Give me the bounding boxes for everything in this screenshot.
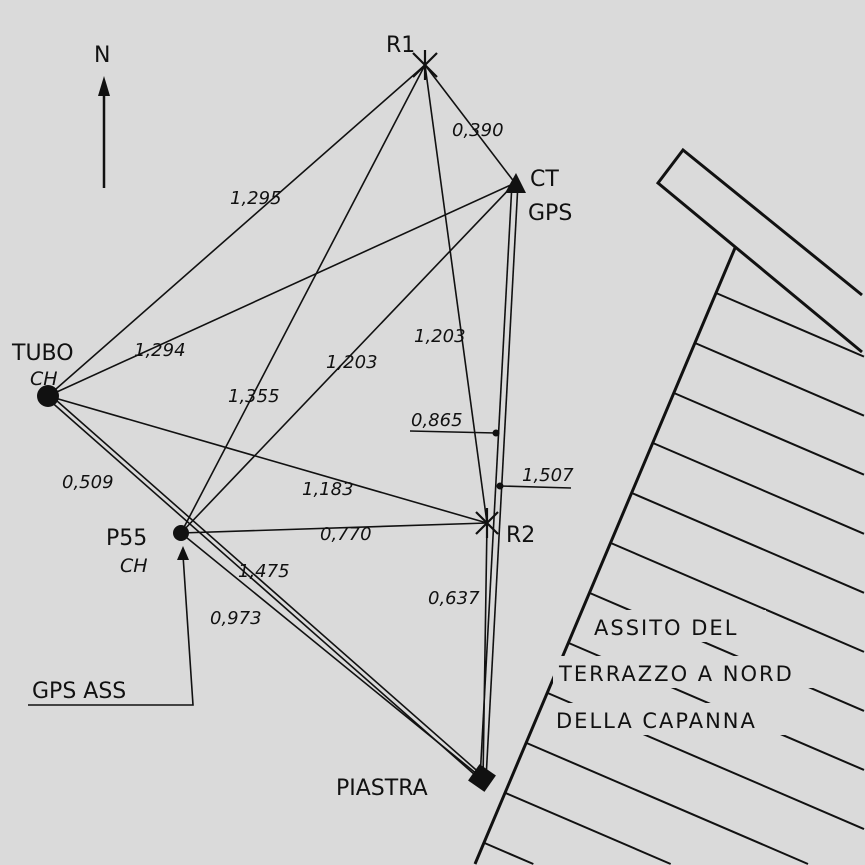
meas-tubo-piastra: 0,973 — [210, 608, 262, 629]
meas-ct-p55: 1,203 — [326, 352, 378, 373]
deck-plank-line — [673, 392, 865, 476]
meas-ct-piastra-1507: 1,507 — [522, 465, 574, 486]
label-p55: P55 — [106, 526, 147, 551]
meas-r2-piastra: 0,637 — [428, 588, 480, 609]
deck-plank-line — [505, 792, 672, 865]
survey-lines — [28, 64, 572, 783]
north-arrow-icon — [98, 76, 110, 188]
line-r1-ct — [424, 64, 516, 184]
north-label: N — [94, 43, 110, 68]
label-p55-ch: CH — [120, 555, 148, 577]
line-r2-piastra — [482, 522, 488, 780]
tubo-marker-icon — [37, 385, 59, 407]
r1-marker-icon — [412, 50, 438, 80]
p55-marker-icon — [173, 525, 189, 541]
r2-marker-icon — [475, 508, 499, 538]
point-0865-icon — [492, 429, 500, 437]
deck-plank-line — [610, 542, 865, 653]
deck-plank-line — [652, 442, 865, 535]
ct-marker-icon — [505, 173, 526, 193]
deck-plank-line — [484, 842, 534, 865]
line-tubo-r2 — [47, 395, 488, 524]
meas-tubo-p55: 0,509 — [62, 472, 114, 493]
deck-plank-line — [694, 342, 865, 417]
building-wall — [655, 147, 863, 354]
gps-ass-leader — [28, 554, 194, 706]
meas-ct-piastra-0865: 0,865 — [411, 410, 463, 431]
line-p55-piastra — [180, 532, 484, 780]
label-piastra: PIASTRA — [336, 776, 428, 801]
label-gps-ass: GPS ASS — [32, 679, 126, 704]
label-tubo: TUBO — [11, 341, 74, 366]
line-ct-piastra-2 — [485, 182, 519, 780]
label-r1: R1 — [386, 33, 415, 58]
meas-r1-p55: 1,355 — [228, 386, 280, 407]
deck-plank-line — [526, 742, 809, 865]
line-r1-tubo — [47, 64, 426, 397]
line-ct-tubo — [47, 182, 516, 397]
deck-label-line3: DELLA CAPANNA — [556, 709, 757, 733]
meas-r1-r2: 1,203 — [414, 326, 466, 347]
deck-hatching — [484, 292, 865, 865]
label-ct-gps: GPS — [528, 201, 572, 226]
deck-label-line1: ASSITO DEL — [594, 616, 738, 640]
point-1507-icon — [496, 482, 504, 490]
line-r1-p55 — [180, 64, 426, 534]
line-tubo-piastra — [47, 392, 484, 777]
label-tubo-ch: CH — [30, 368, 58, 390]
leader-0865 — [409, 430, 497, 434]
leader-1507 — [499, 485, 572, 489]
meas-r1-ct: 0,390 — [452, 120, 504, 141]
meas-p55-r2: 0,770 — [320, 524, 372, 545]
gps-ass-arrowhead-icon — [177, 546, 189, 560]
meas-ct-tubo: 1,294 — [134, 340, 186, 361]
meas-tubo-r2: 1,183 — [302, 479, 354, 500]
line-tubo-piastra-2 — [47, 398, 484, 783]
deck-edge — [473, 247, 737, 865]
line-r1-r2 — [424, 64, 488, 524]
line-ct-p55 — [180, 182, 516, 534]
terrace-deck — [473, 147, 863, 865]
piastra-marker-icon — [468, 764, 496, 792]
deck-plank-line — [631, 492, 865, 594]
label-r2: R2 — [506, 523, 535, 548]
line-p55-r2 — [180, 522, 488, 534]
deck-plank-line — [715, 292, 865, 358]
deck-label-line2: TERRAZZO A NORD — [558, 662, 794, 686]
label-ct: CT — [530, 167, 559, 192]
meas-r1-tubo: 1,295 — [230, 188, 282, 209]
meas-p55-piastra: 1,475 — [238, 561, 290, 582]
